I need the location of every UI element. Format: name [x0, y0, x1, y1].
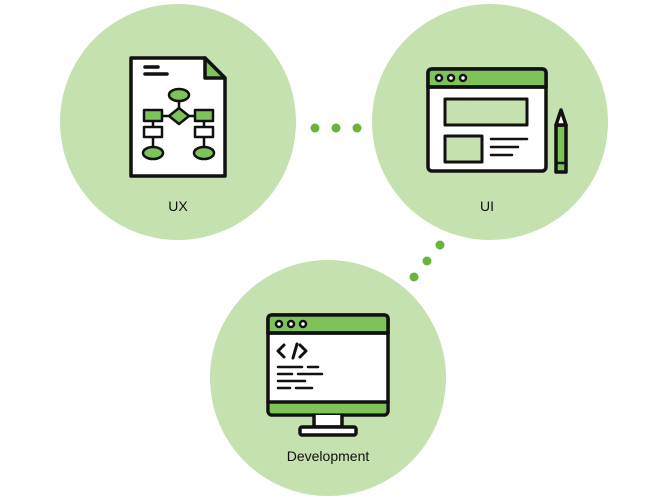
connector-ux-ui — [310, 123, 362, 133]
ux-label: UX — [168, 198, 188, 214]
flowchart-document-icon — [129, 56, 227, 178]
wireframe-window-pencil-icon — [426, 67, 568, 174]
connector-ui-development — [409, 240, 445, 282]
ui-label: UI — [480, 198, 494, 214]
code-monitor-icon — [266, 313, 390, 437]
development-label: Development — [286, 448, 370, 464]
